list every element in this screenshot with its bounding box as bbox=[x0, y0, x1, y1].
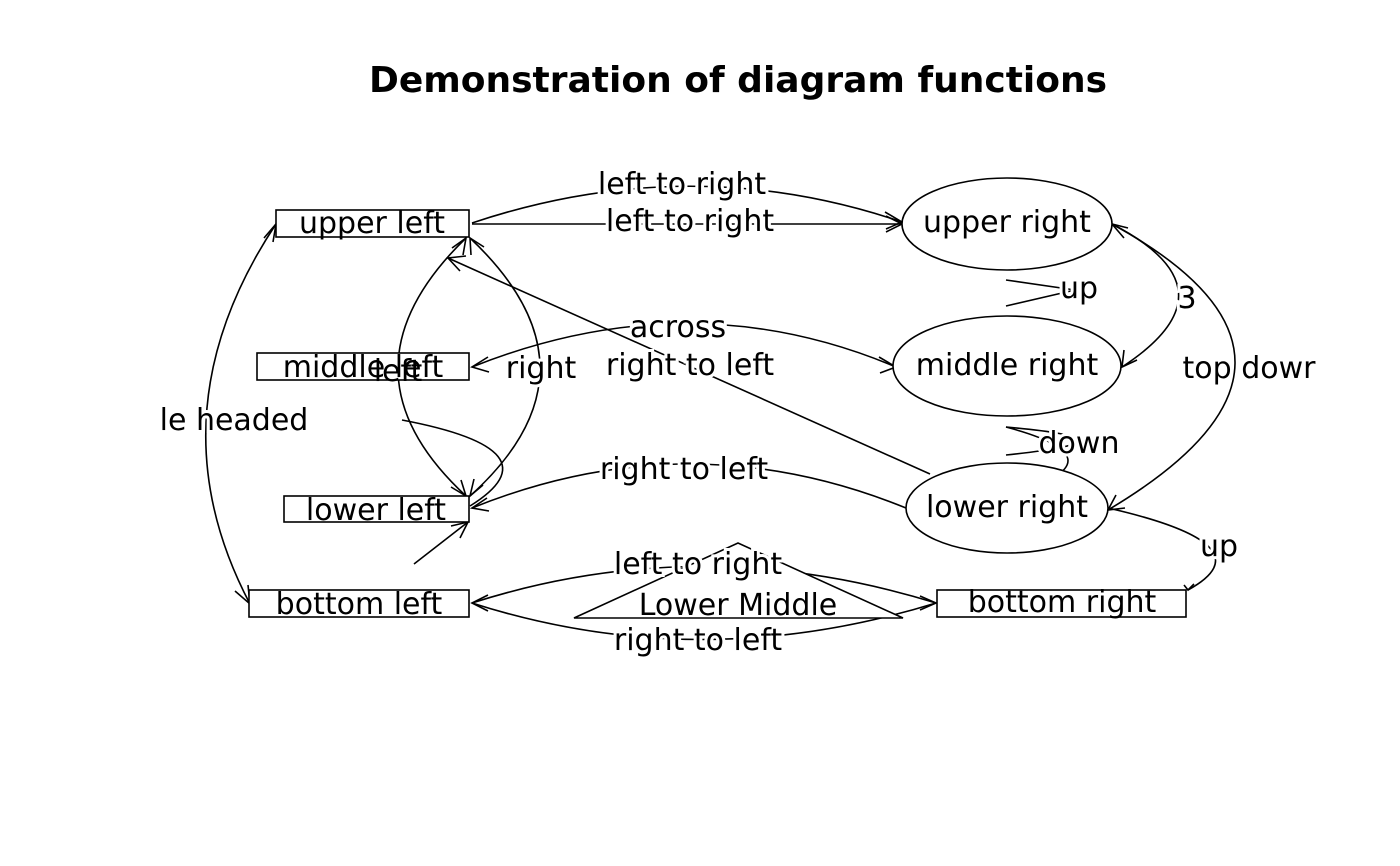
label-lr-ul: right to left bbox=[606, 348, 775, 383]
edge-double-headed bbox=[204, 223, 277, 605]
edge-mr-self-loop bbox=[1005, 426, 1079, 456]
edge-ur-self-loop bbox=[1005, 279, 1076, 307]
node-lower-middle[interactable] bbox=[573, 542, 904, 619]
node-bottom-left-label: bottom left bbox=[276, 587, 443, 622]
label-lr-br: up bbox=[1200, 529, 1238, 564]
edge-ll-loop bbox=[401, 419, 504, 507]
edge-lr-ul-head bbox=[446, 255, 467, 272]
label-br-bl: right to left bbox=[614, 623, 783, 658]
node-upper-left[interactable] bbox=[275, 209, 470, 238]
edge-lr-ul bbox=[447, 257, 931, 475]
edge-ml-right-head-bottom bbox=[468, 478, 484, 499]
label-ur-mr: 3 bbox=[1177, 281, 1196, 316]
label-ul-ur-straight: left to right bbox=[606, 204, 775, 239]
edge-br-bl-head bbox=[470, 594, 489, 612]
diagram-title: Demonstration of diagram functions bbox=[369, 60, 1107, 101]
label-ml-right: right bbox=[506, 351, 577, 386]
edge-across-head-left bbox=[470, 356, 490, 373]
node-upper-right[interactable] bbox=[901, 177, 1113, 271]
node-upper-left-label: upper left bbox=[299, 206, 445, 241]
edge-lr-ll bbox=[471, 463, 907, 509]
label-bl-br: left to right bbox=[614, 547, 783, 582]
node-middle-left[interactable] bbox=[256, 352, 470, 381]
edge-lr-br-head bbox=[1183, 583, 1195, 592]
label-ur-self: up bbox=[1060, 271, 1098, 306]
node-lower-right-label: lower right bbox=[926, 490, 1088, 525]
edge-across bbox=[471, 322, 897, 368]
node-bottom-right-label: bottom right bbox=[968, 585, 1157, 620]
edge-lr-br bbox=[1107, 507, 1217, 591]
edge-bl-ll bbox=[413, 521, 469, 565]
node-bottom-left[interactable] bbox=[248, 589, 470, 618]
edge-ul-ur-curved bbox=[471, 185, 903, 224]
node-lower-right[interactable] bbox=[905, 462, 1109, 554]
node-middle-right[interactable] bbox=[892, 315, 1122, 417]
node-middle-right-label: middle right bbox=[916, 348, 1099, 383]
label-across: across bbox=[630, 310, 726, 345]
node-lower-left[interactable] bbox=[283, 495, 470, 523]
label-mr-self: down bbox=[1039, 426, 1120, 461]
edge-ml-left-head-top bbox=[451, 236, 468, 256]
edge-lr-ll-head bbox=[469, 497, 490, 512]
edge-br-bl bbox=[471, 602, 937, 641]
label-ml-left: left bbox=[374, 354, 423, 389]
node-bottom-right[interactable] bbox=[936, 589, 1187, 618]
node-upper-right-label: upper right bbox=[923, 205, 1091, 240]
label-top-down: top dowr bbox=[1183, 351, 1317, 386]
node-lower-left-label: lower left bbox=[306, 493, 446, 528]
edge-labels: left to right left to right across right… bbox=[157, 164, 1320, 661]
nodes: upper left middle left lower left bottom… bbox=[248, 177, 1187, 623]
edge-ur-mr bbox=[1111, 223, 1180, 368]
edge-ml-right-head-top bbox=[469, 236, 485, 256]
edge-ur-mr-head bbox=[1121, 349, 1138, 369]
node-middle-left-label: middle left bbox=[283, 350, 444, 385]
label-ul-ur-curved: left to right bbox=[598, 167, 767, 202]
label-lr-ll: right to left bbox=[600, 452, 769, 487]
label-double-headed: le headed bbox=[160, 403, 309, 438]
edge-top-down bbox=[1107, 223, 1236, 511]
edges bbox=[204, 185, 1236, 641]
node-lower-middle-label: Lower Middle bbox=[639, 588, 838, 623]
